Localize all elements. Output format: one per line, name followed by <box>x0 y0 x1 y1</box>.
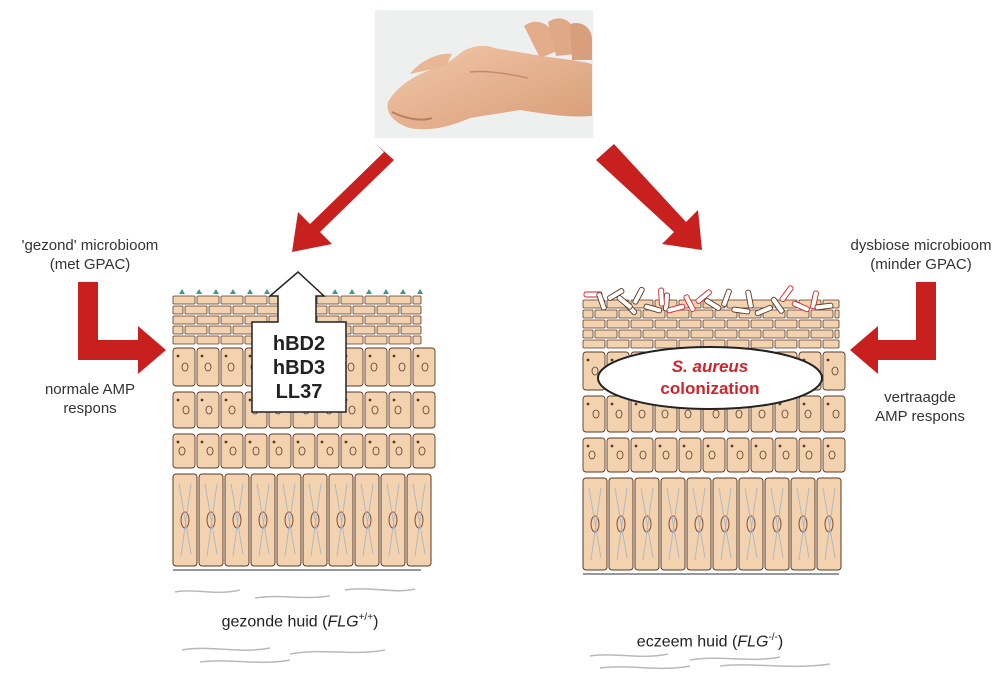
delayed-amp-line1: vertraagde <box>850 388 990 407</box>
eczema-caption-close: ) <box>778 633 783 650</box>
amp-hbd2: hBD2 <box>252 332 346 356</box>
eczema-caption-genotype: -/- <box>768 632 777 643</box>
amp-hbd3: hBD3 <box>252 356 346 380</box>
delayed-amp-line2: AMP respons <box>850 407 990 426</box>
arrow-to-eczema-skin <box>596 144 702 250</box>
healthy-skin-caption: gezonde huid (FLG+/+) <box>175 612 425 631</box>
staph-aureus-name: S. aureus <box>600 356 820 378</box>
hand-scratching-photo <box>375 10 593 138</box>
healthy-microbiome-line1: 'gezond' microbioom <box>10 236 170 255</box>
dysbiosis-microbiome-line1: dysbiose microbioom <box>836 236 1006 255</box>
eczema-skin-caption: eczeem huid (FLG-/-) <box>585 632 835 651</box>
normal-amp-line1: normale AMP <box>20 380 160 399</box>
amp-ll37: LL37 <box>252 380 346 404</box>
dysbiosis-microbiome-label: dysbiose microbioom (minder GPAC) <box>836 236 1006 274</box>
arrow-healthy-microbiome <box>78 282 166 374</box>
healthy-caption-close: ) <box>373 613 378 630</box>
dysbiosis-microbiome-line2: (minder GPAC) <box>836 255 1006 274</box>
normal-amp-response-label: normale AMP respons <box>20 380 160 418</box>
eczema-skin-cross-section <box>583 285 845 574</box>
arrow-to-healthy-skin <box>292 144 394 252</box>
healthy-microbiome-line2: (met GPAC) <box>10 255 170 274</box>
healthy-caption-genotype: +/+ <box>359 612 373 623</box>
normal-amp-line2: respons <box>20 399 160 418</box>
healthy-caption-text: gezonde huid ( <box>222 613 328 630</box>
eczema-caption-gene: FLG <box>737 633 768 650</box>
eczema-caption-text: eczeem huid ( <box>637 633 738 650</box>
amp-list: hBD2 hBD3 LL37 <box>252 332 346 404</box>
arrow-dysbiosis-microbiome <box>850 282 936 374</box>
colonization-word: colonization <box>600 378 820 400</box>
healthy-caption-gene: FLG <box>327 613 358 630</box>
staph-colonization-label: S. aureus colonization <box>600 356 820 400</box>
healthy-microbiome-label: 'gezond' microbioom (met GPAC) <box>10 236 170 274</box>
delayed-amp-response-label: vertraagde AMP respons <box>850 388 990 426</box>
